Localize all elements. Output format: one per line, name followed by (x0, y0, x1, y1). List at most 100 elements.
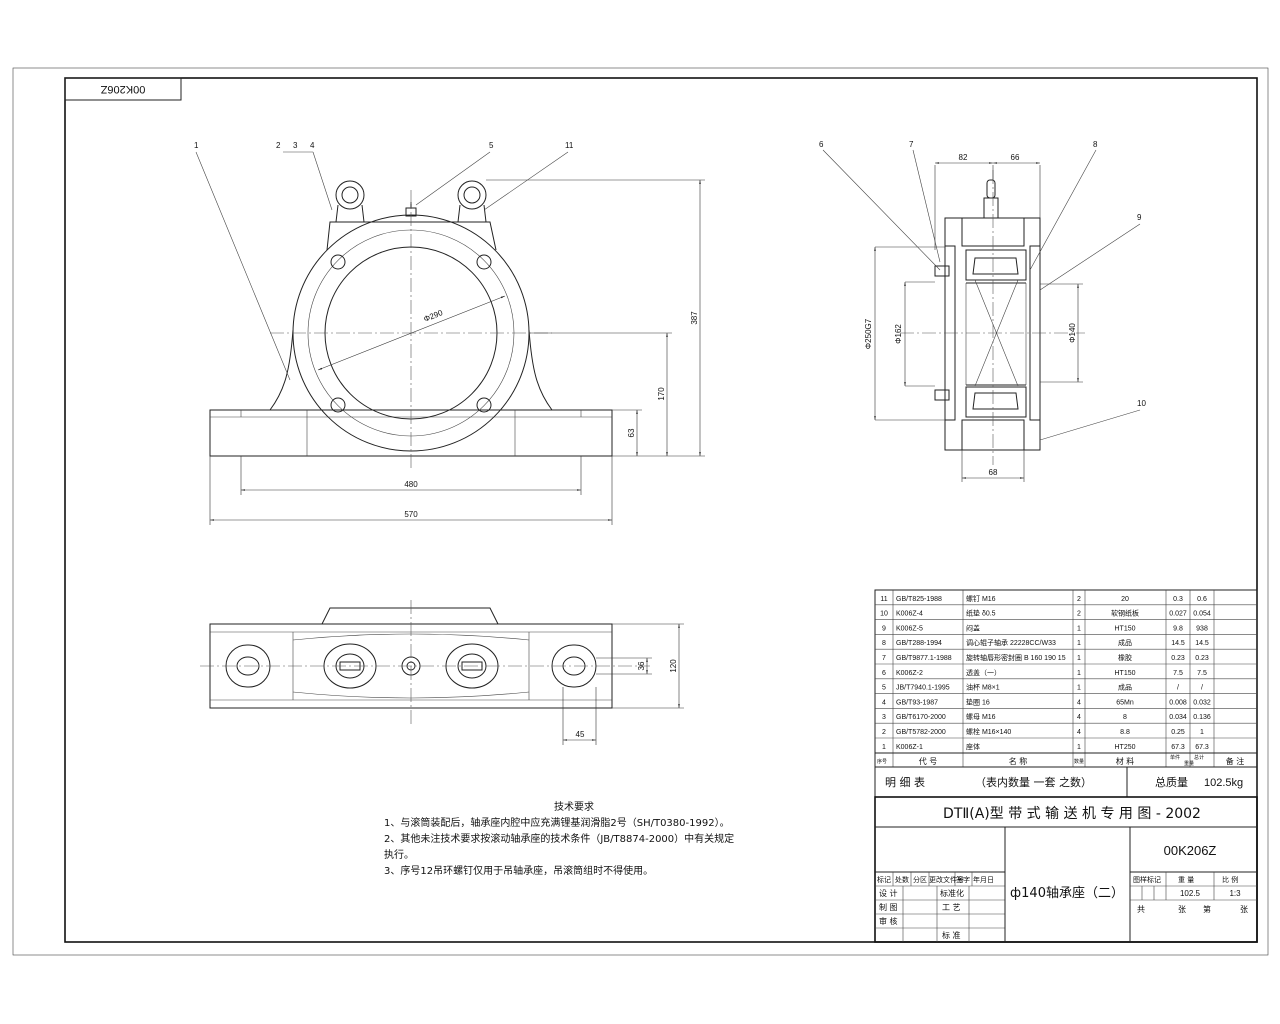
part-label-2: 2 (276, 141, 281, 150)
bom-cell-code: GB/T93-1987 (896, 699, 938, 706)
bom-cell-qty: 2 (1077, 596, 1081, 603)
stamp-box: 00K206Z (64, 77, 182, 101)
rev-h-doc: 更改文件号 (929, 875, 964, 884)
sheet-outer-border (12, 67, 1269, 956)
dim-plan-width: 120 (669, 659, 678, 673)
role-design: 设 计 (879, 888, 898, 898)
bom-cell-qty: 1 (1077, 625, 1081, 632)
bom-cell-material: 8 (1123, 714, 1127, 721)
part-label-1: 1 (194, 141, 199, 150)
bom-cell-total: 0.136 (1193, 714, 1211, 721)
bom-list-note: （表内数量 一套 之数） (975, 775, 1092, 789)
bom-cell-qty: 2 (1077, 611, 1081, 618)
bom-header-material: 材 料 (1116, 756, 1135, 766)
bom-header-total: 总计 (1194, 754, 1204, 761)
bom-cell-name: 透盖（一） (966, 668, 1001, 677)
bom-header-unit: 单件 (1170, 754, 1180, 761)
bom-cell-name: 旋转轴唇形密封圈 B 160 190 15 (966, 653, 1066, 662)
scale-value: 1:3 (1229, 889, 1241, 898)
bom-total-mass-label: 总质量 (1155, 775, 1188, 789)
series-title: DTⅡ(A)型 带 式 输 送 机 专 用 图 - 2002 (943, 806, 1201, 822)
dim-plan-slot-len: 45 (576, 730, 585, 739)
bom-cell-material: HT150 (1114, 625, 1135, 632)
plan-view: 120 36 45 (200, 600, 684, 745)
dim-seal-dia: Φ162 (894, 324, 903, 344)
bom-cell-qty: 1 (1077, 640, 1081, 647)
part-label-6: 6 (819, 140, 824, 149)
bom-cell-qty: 1 (1077, 655, 1081, 662)
rev-h-count: 处数 (895, 875, 909, 884)
rev-h-zone: 分区 (913, 875, 927, 884)
bom-cell-unit: 0.034 (1169, 714, 1187, 721)
bom-header-qty: 数量 (1074, 758, 1084, 765)
bom-cell-unit: 67.3 (1171, 744, 1185, 751)
bom-cell-unit: 9.8 (1173, 625, 1183, 632)
bom-cell-code: K006Z-5 (896, 625, 923, 632)
bom-cell-material: 8.8 (1120, 729, 1130, 736)
role-drafting: 制 图 (879, 902, 898, 912)
drawing-number: 00K206Z (1164, 843, 1217, 858)
bom-cell-code: K006Z-1 (896, 744, 923, 751)
dim-width-total: 570 (404, 510, 418, 519)
bom-cell-name: 垫圈 16 (966, 697, 990, 706)
bom-cell-name: 油杯 M8×1 (966, 683, 1000, 692)
bom-cell-no: 1 (882, 744, 886, 751)
bom-cell-unit: 14.5 (1171, 640, 1185, 647)
bom-cell-unit: 0.25 (1171, 729, 1185, 736)
bom-cell-code: K006Z-2 (896, 670, 923, 677)
bom-header-code: 代 号 (919, 756, 938, 766)
rev-h-date: 年月日 (973, 875, 994, 884)
bom-cell-qty: 4 (1077, 714, 1081, 721)
scale-label: 比 例 (1222, 875, 1238, 884)
bom-cell-name: 螺母 M16 (966, 712, 996, 721)
bom-cell-code: K006Z-4 (896, 611, 923, 618)
bom-cell-qty: 1 (1077, 744, 1081, 751)
weight-value: 102.5 (1180, 889, 1201, 898)
bom-cell-total: / (1201, 685, 1203, 692)
bom-cell-name: 螺钉 M16 (966, 594, 996, 603)
bom-cell-unit: / (1177, 685, 1179, 692)
dim-center-height: 170 (657, 387, 666, 401)
bom-cell-qty: 4 (1077, 699, 1081, 706)
front-view: Φ290 480 570 387 170 63 1 2 3 4 5 11 (194, 141, 705, 525)
bom-cell-total: 0.6 (1197, 596, 1207, 603)
bom-cell-total: 7.5 (1197, 670, 1207, 677)
part-label-3: 3 (293, 141, 298, 150)
dim-housing-dia: Φ250G7 (864, 318, 873, 349)
bom-cell-qty: 4 (1077, 729, 1081, 736)
sheet-label-a: 张 (1178, 905, 1186, 914)
role-standardization: 标准化 (940, 888, 964, 898)
part-label-4: 4 (310, 141, 315, 150)
dim-side-c: 68 (989, 468, 998, 477)
part-label-11: 11 (565, 141, 574, 150)
bom-cell-name: 纸垫 δ0.5 (966, 609, 996, 618)
bom-header-name: 名 称 (1009, 756, 1028, 766)
dim-height-total: 387 (690, 311, 699, 325)
bom-cell-code: GB/T288-1994 (896, 640, 942, 647)
sheets-total-label: 共 (1137, 905, 1145, 914)
sheet-no-label: 第 (1203, 904, 1211, 914)
dim-bolt-span: 480 (404, 480, 418, 489)
rev-h-sign: 签字 (956, 875, 970, 884)
rev-h-mark: 标记 (877, 875, 891, 884)
role-process: 工 艺 (942, 903, 961, 912)
bom-cell-material: 软钢纸板 (1111, 609, 1139, 618)
bom-cell-material: 20 (1121, 596, 1129, 603)
side-section-view: Φ250G7 Φ162 Φ140 82 66 68 6 7 8 9 10 (819, 140, 1146, 482)
title-block: DTⅡ(A)型 带 式 输 送 机 专 用 图 - 2002 00K206Z 标… (874, 796, 1258, 943)
dim-side-a: 82 (959, 153, 968, 162)
bom-header-weight: 重量 (1184, 760, 1194, 767)
bom-cell-no: 5 (882, 685, 886, 692)
bom-cell-no: 3 (882, 714, 886, 721)
bom-cell-name: 调心辊子轴承 22228CC/W33 (966, 638, 1056, 647)
part-title: ф140轴承座（二） (1010, 886, 1124, 901)
dim-shaft-dia: Φ140 (1068, 323, 1077, 343)
role-approve: 标 准 (942, 930, 961, 940)
weight-label: 重 量 (1178, 876, 1194, 884)
bom-cell-total: 67.3 (1195, 744, 1209, 751)
bom-cell-no: 4 (882, 699, 886, 706)
bom-cell-code: GB/T9877.1-1988 (896, 655, 952, 662)
bom-cell-no: 7 (882, 655, 886, 662)
bom-cell-unit: 0.23 (1171, 655, 1185, 662)
